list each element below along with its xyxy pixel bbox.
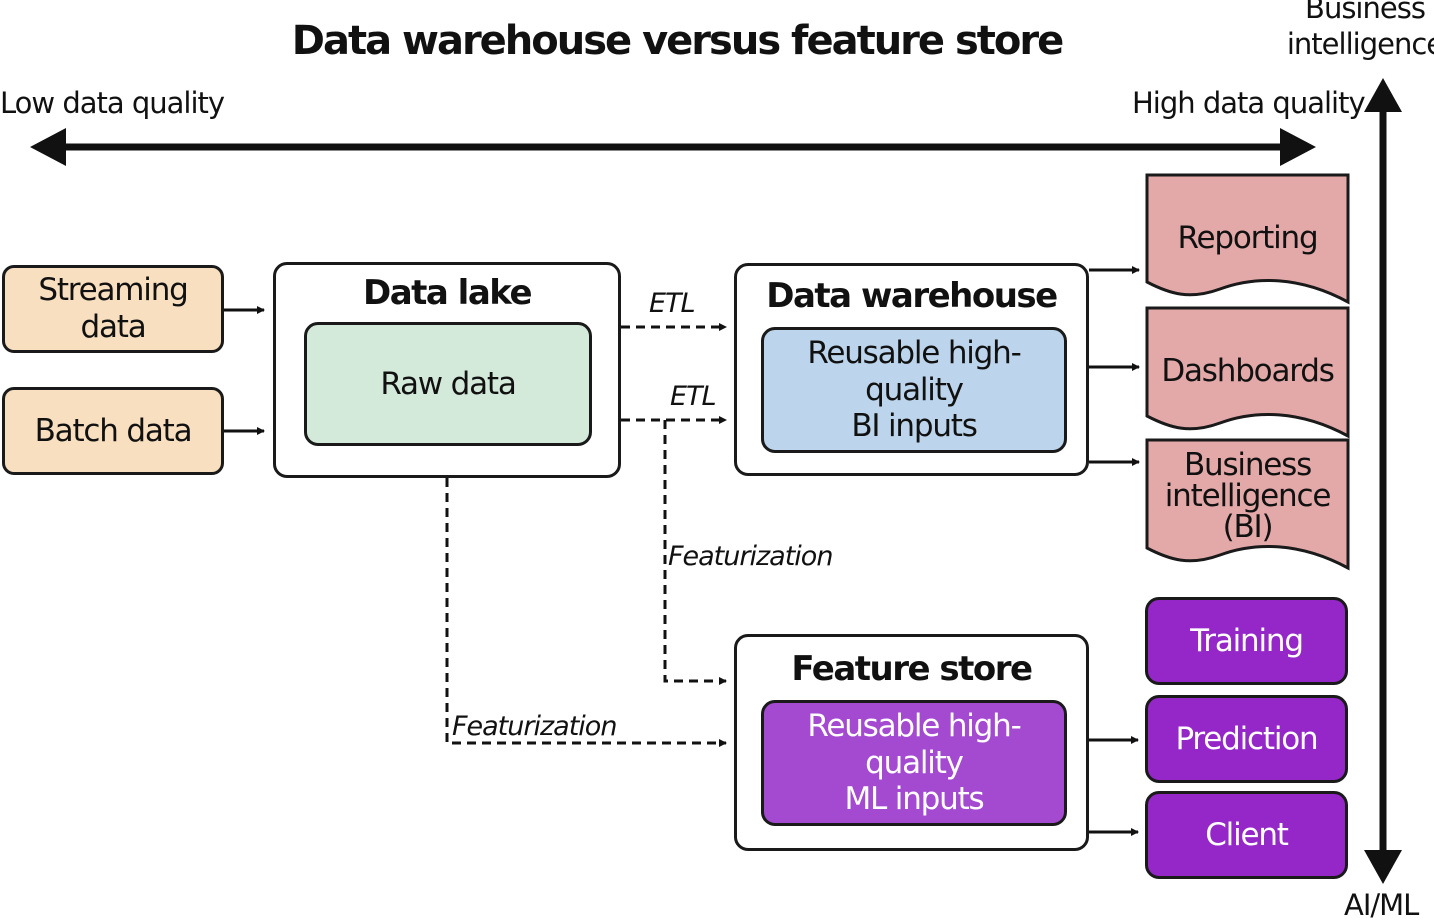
reporting-shape — [1145, 173, 1350, 305]
bi-output-line1: Business — [1183, 446, 1312, 483]
diagram-title: Data warehouse versus feature store — [291, 18, 1064, 64]
business-intelligence-axis-label: Business intelligence — [1285, 0, 1434, 62]
client-box: Client — [1145, 791, 1348, 879]
quality-axis-left-head — [30, 128, 66, 166]
reporting-label: Reporting — [1177, 219, 1319, 256]
featurization-arrow-2 — [445, 478, 727, 747]
feature-store-container: Feature store Reusable high-quality ML i… — [734, 634, 1089, 851]
bi-axis-label-line2: intelligence — [1286, 27, 1434, 61]
streaming-data-label: Streaming data — [38, 272, 189, 345]
featurization-label-2: Featurization — [452, 711, 617, 742]
bi-inputs-line2: BI inputs — [851, 408, 978, 445]
client-label: Client — [1205, 816, 1289, 853]
featurization-arrow-1 — [663, 420, 727, 685]
usage-axis-bottom-head — [1364, 850, 1402, 884]
ai-ml-axis-label: AI/ML — [1344, 888, 1419, 922]
etl-label-2: ETL — [670, 381, 717, 412]
data-lake-title: Data lake — [362, 273, 533, 313]
high-quality-label: High data quality — [1132, 86, 1366, 120]
bi-inputs-box: Reusable high-quality BI inputs — [761, 327, 1067, 453]
business-intelligence-output: Business intelligence (BI) — [1147, 446, 1348, 546]
etl-label-1: ETL — [649, 288, 696, 319]
batch-data-label: Batch data — [34, 412, 193, 449]
raw-data-box: Raw data — [304, 322, 592, 446]
dashboards-label: Dashboards — [1161, 352, 1335, 389]
usage-axis-top-head — [1364, 78, 1402, 112]
quality-axis-right-head — [1280, 128, 1316, 166]
training-label: Training — [1190, 622, 1304, 659]
feature-store-title: Feature store — [791, 649, 1033, 689]
batch-data-box: Batch data — [2, 387, 224, 475]
raw-data-label: Raw data — [380, 365, 516, 402]
ml-inputs-line2: ML inputs — [844, 781, 985, 818]
bi-axis-label-line1: Business — [1305, 0, 1426, 25]
data-warehouse-title: Data warehouse — [766, 276, 1058, 316]
bi-output-line2: intelligence — [1164, 477, 1332, 514]
ml-inputs-line1: Reusable high-quality — [807, 708, 1021, 781]
low-quality-label: Low data quality — [0, 86, 225, 120]
bi-output-line3: (BI) — [1222, 508, 1274, 545]
bi-inputs-line1: Reusable high-quality — [807, 335, 1021, 408]
featurization-label-1: Featurization — [668, 541, 833, 572]
data-warehouse-container: Data warehouse Reusable high-quality BI … — [734, 263, 1089, 476]
ml-inputs-box: Reusable high-quality ML inputs — [761, 700, 1067, 826]
streaming-data-box: Streaming data — [2, 265, 224, 353]
data-lake-container: Data lake Raw data — [273, 262, 621, 478]
dashboards-shape — [1145, 306, 1350, 439]
prediction-box: Prediction — [1145, 695, 1348, 783]
training-box: Training — [1145, 597, 1348, 685]
bi-shape — [1145, 438, 1350, 571]
prediction-label: Prediction — [1175, 720, 1318, 757]
